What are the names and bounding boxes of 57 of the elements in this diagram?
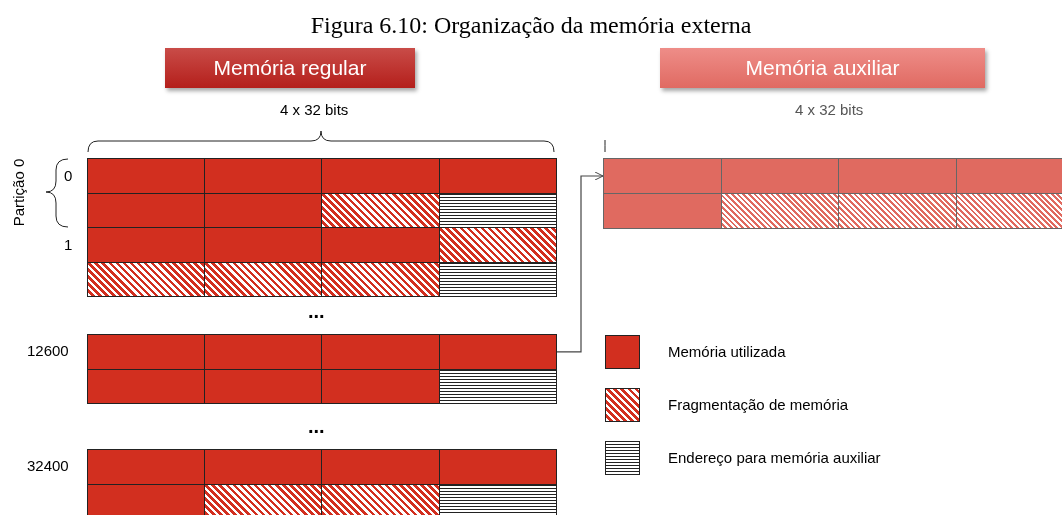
header-text: Memória regular xyxy=(213,56,367,80)
row-number: 12600 xyxy=(27,342,69,359)
fragmented-memory-block xyxy=(720,193,839,229)
fragmented-memory-block xyxy=(321,192,440,229)
header-box xyxy=(660,48,985,88)
row-number: 0 xyxy=(64,167,73,184)
fragmented-memory-block xyxy=(438,227,557,263)
used-memory-block xyxy=(204,334,323,370)
address-block xyxy=(438,483,557,515)
legend-text: Endereço para memória auxiliar xyxy=(668,449,881,466)
legend-text: Fragmentação de memória xyxy=(668,396,849,413)
header-box xyxy=(165,48,415,88)
auxiliary-memory-block xyxy=(720,158,839,194)
used-memory-block xyxy=(204,158,323,194)
fragmented-memory-block xyxy=(838,193,957,229)
auxiliary-memory-block xyxy=(955,158,1062,194)
used-memory-block xyxy=(321,334,440,370)
used-memory-block xyxy=(87,227,206,263)
used-memory-block xyxy=(87,368,206,405)
used-memory-block xyxy=(438,449,557,485)
figure-title: Figura 6.10: Organização da memória externa xyxy=(309,12,753,39)
used-memory-block xyxy=(87,192,206,229)
used-memory-block xyxy=(438,158,557,194)
auxiliary-memory-block xyxy=(603,193,722,229)
legend-text: Memória utilizada xyxy=(668,343,786,360)
used-memory-block xyxy=(321,368,440,405)
auxiliary-memory-block xyxy=(603,158,722,194)
fragmented-memory-block xyxy=(87,261,206,298)
used-memory-block xyxy=(438,334,557,370)
used-memory-block xyxy=(204,368,323,405)
used-memory-block xyxy=(87,483,206,515)
fragmented-memory-block xyxy=(955,193,1062,229)
address-block xyxy=(438,261,557,298)
used-memory-block xyxy=(204,227,323,263)
used-memory-block xyxy=(321,227,440,263)
address-block xyxy=(438,368,557,405)
ellipsis: ... xyxy=(308,300,325,323)
fragmented-memory-block xyxy=(204,483,323,515)
row-number: 1 xyxy=(64,236,73,253)
row-number: 32400 xyxy=(27,457,69,474)
fragmented-memory-block xyxy=(204,261,323,298)
used-memory-block xyxy=(204,449,323,485)
used-memory-block xyxy=(87,334,206,370)
used-memory-block xyxy=(321,449,440,485)
bit-width-label: 4 x 32 bits xyxy=(795,101,864,118)
fragmented-memory-block xyxy=(321,483,440,515)
auxiliary-memory-block xyxy=(838,158,957,194)
bit-width-label: 4 x 32 bits xyxy=(280,101,349,118)
used-memory-block xyxy=(204,192,323,229)
header-text: Memória auxiliar xyxy=(745,56,900,80)
used-memory-block xyxy=(87,449,206,485)
address-block xyxy=(438,192,557,229)
ellipsis: ... xyxy=(308,415,325,438)
used-memory-block xyxy=(321,158,440,194)
used-memory-block xyxy=(87,158,206,194)
partition-label: Partição 0 xyxy=(10,158,28,226)
fragmented-memory-block xyxy=(321,261,440,298)
